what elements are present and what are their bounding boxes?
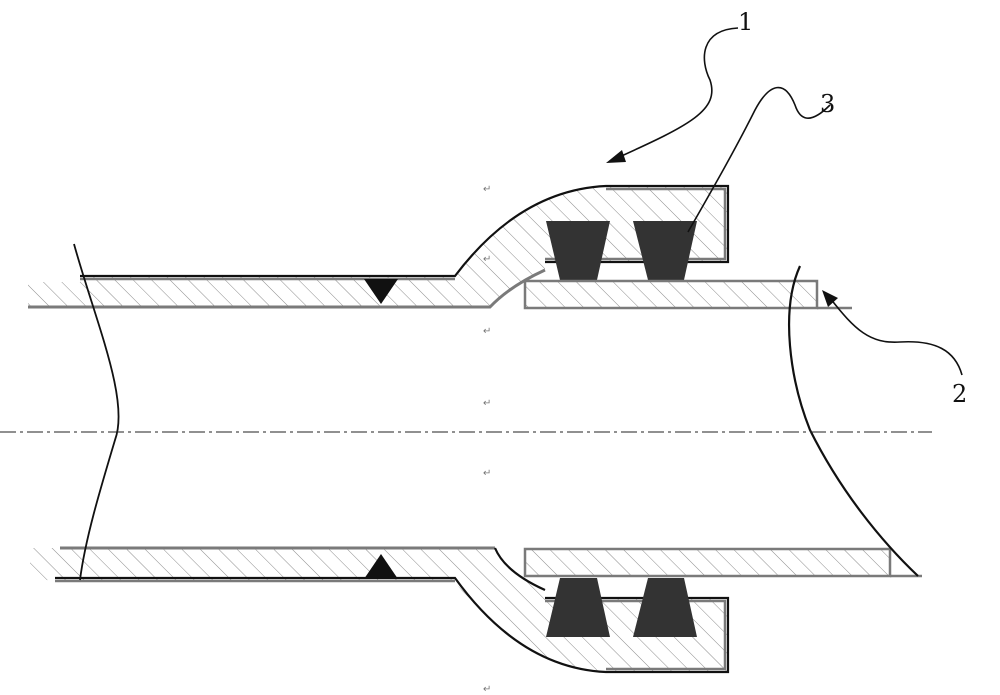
upper-socket-outer-line: [80, 184, 730, 278]
return-mark: ↵: [483, 468, 491, 479]
label-part-3: 3: [820, 90, 835, 118]
lower-socket-inner-gray: [545, 599, 727, 671]
return-mark: ↵: [483, 398, 491, 409]
label-part-2: 2: [952, 380, 967, 408]
lower-spigot-wall: [523, 547, 892, 578]
left-break-line: [73, 243, 120, 581]
upper-pipe-inner-line: [28, 268, 546, 309]
leader-line-2: [829, 297, 963, 376]
return-mark: ↵: [483, 326, 491, 337]
upper-spigot-wall: [523, 279, 819, 310]
return-mark: ↵: [483, 684, 491, 695]
lower-weld-mark: [364, 554, 398, 579]
lower-seal-1: [546, 578, 610, 637]
label-part-1: 1: [738, 8, 753, 36]
return-mark: ↵: [483, 254, 491, 265]
lower-socket-inner-curve: [493, 547, 546, 592]
upper-weld-mark: [364, 279, 398, 304]
leader-arrow-1: [606, 150, 626, 163]
return-mark: ↵: [483, 184, 491, 195]
lower-seal-2: [633, 578, 697, 637]
upper-seal-2: [633, 221, 697, 280]
upper-seal-1: [546, 221, 610, 280]
upper-socket-inner-gray: [545, 187, 727, 261]
leader-arrow-2: [822, 290, 838, 307]
lower-socket-outer-line: [55, 576, 730, 674]
leader-line-3: [687, 86, 831, 233]
leader-line-1: [616, 27, 739, 159]
right-break-line: [788, 265, 919, 577]
